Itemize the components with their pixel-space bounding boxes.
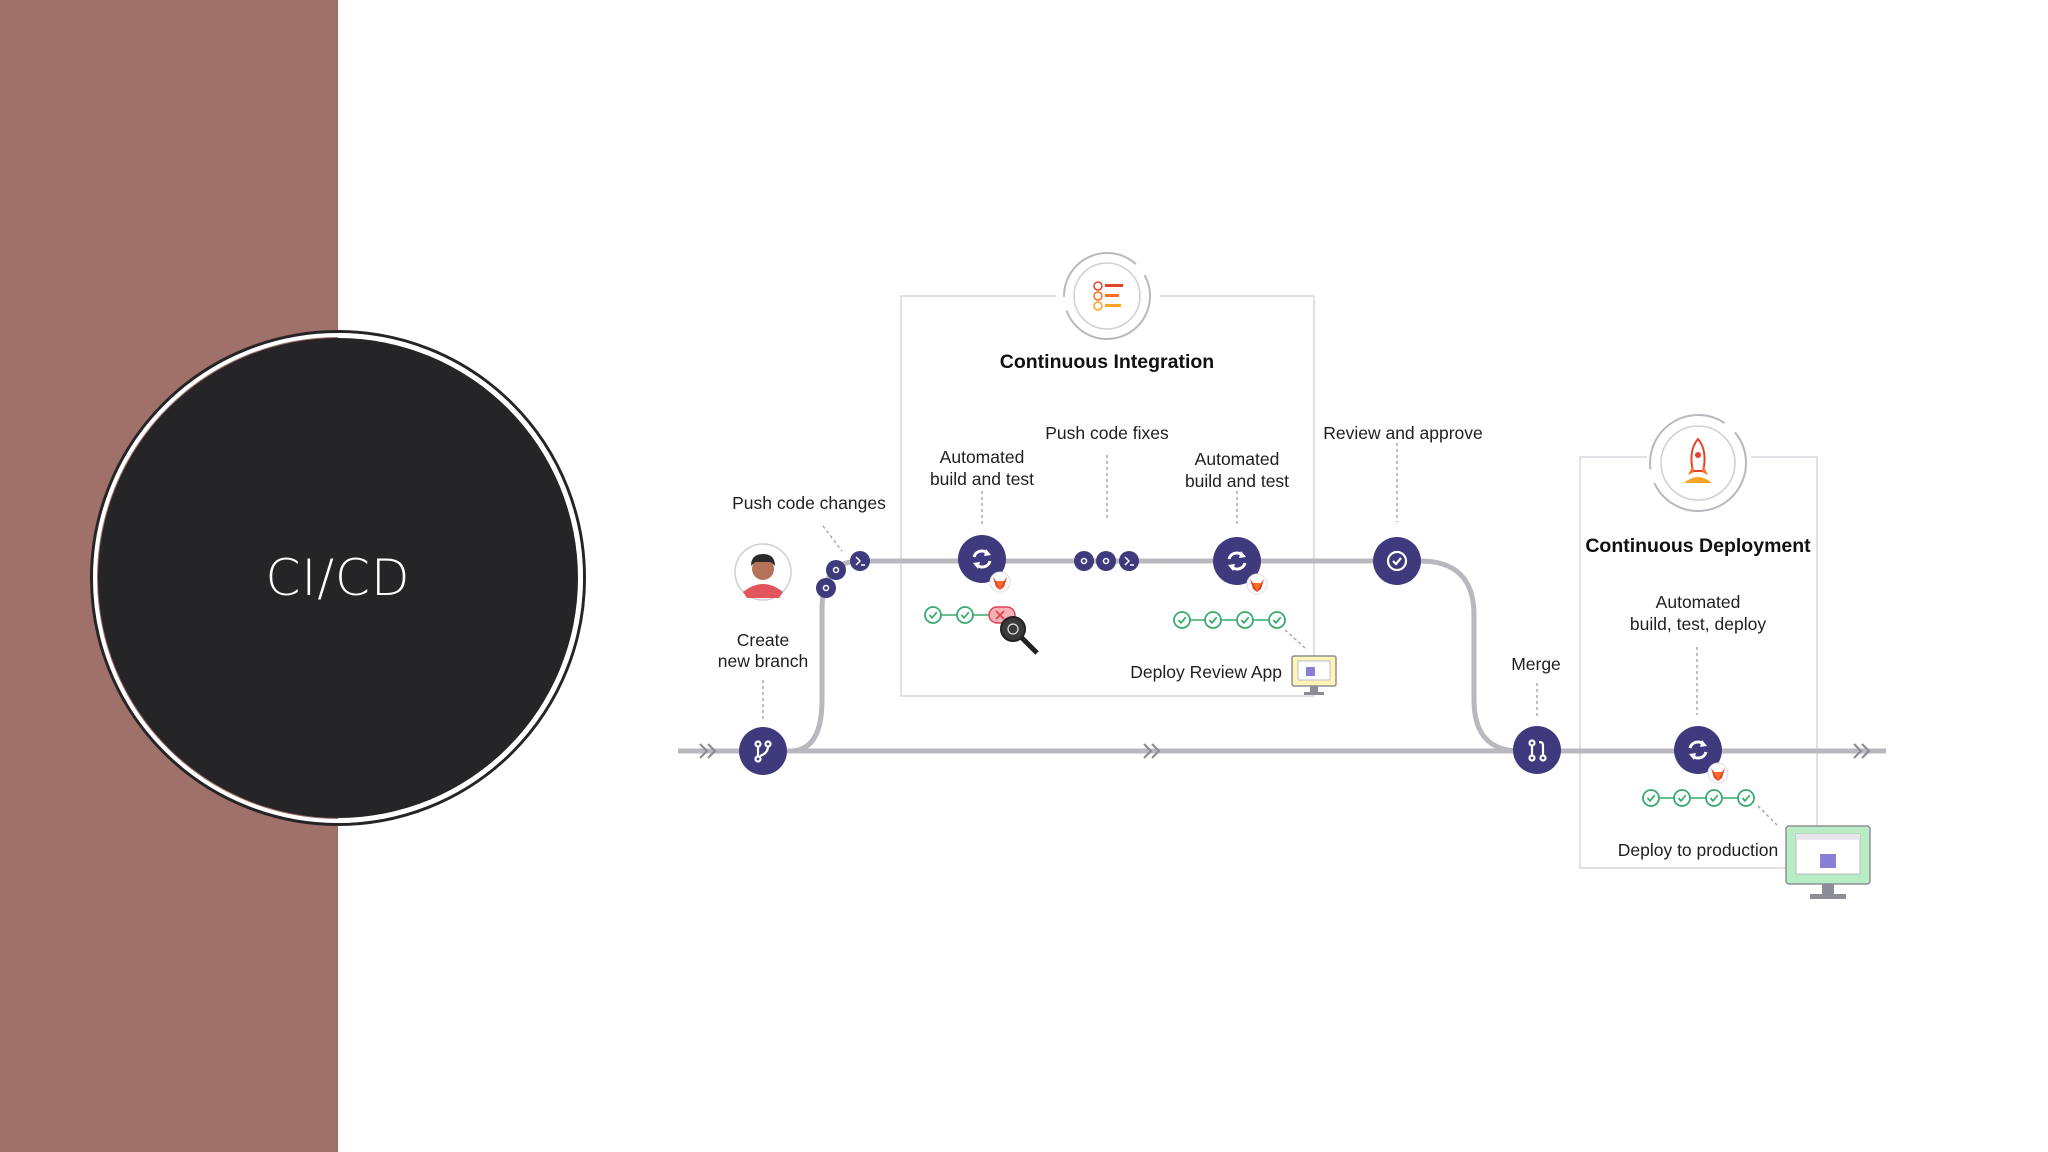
label-create-branch-line1: Create bbox=[737, 630, 790, 650]
slide-title: CI/CD bbox=[265, 549, 411, 607]
title-ring-inner bbox=[93, 333, 583, 823]
branch-track bbox=[789, 558, 1521, 754]
label-deploy-production: Deploy to production bbox=[1618, 840, 1779, 860]
label-create-branch-line2: new branch bbox=[718, 651, 808, 671]
label-push-code-fixes: Push code fixes bbox=[1045, 423, 1169, 443]
pipeline-status-passed bbox=[1173, 611, 1286, 629]
ci-heading: Continuous Integration bbox=[1000, 351, 1214, 373]
label-auto-build-deploy-line2: build, test, deploy bbox=[1630, 614, 1766, 634]
commit-icon bbox=[1074, 551, 1139, 571]
cd-frame bbox=[1579, 456, 1818, 869]
label-auto-build-test-a-line1: Automated bbox=[940, 447, 1025, 467]
sync-icon bbox=[958, 535, 1011, 593]
magnifier-bug-icon bbox=[1000, 616, 1039, 655]
label-auto-build-test-b-line1: Automated bbox=[1195, 449, 1280, 469]
label-auto-build-test-a-line2: build and test bbox=[930, 469, 1034, 489]
pipeline-status-failed bbox=[924, 606, 1016, 624]
title-ring-outer bbox=[90, 330, 586, 826]
sync-icon bbox=[1213, 537, 1268, 595]
label-auto-build-test-b-line2: build and test bbox=[1185, 471, 1289, 491]
git-branch-icon bbox=[739, 727, 787, 775]
flow-arrow-mid bbox=[1143, 743, 1161, 759]
flow-arrow-start bbox=[699, 743, 717, 759]
label-deploy-review-app: Deploy Review App bbox=[1130, 662, 1282, 682]
title-circle: CI/CD bbox=[98, 338, 578, 818]
label-review-approve: Review and approve bbox=[1323, 423, 1483, 443]
developer-avatar-icon bbox=[734, 543, 792, 601]
check-circle-icon bbox=[1373, 537, 1421, 585]
label-auto-build-deploy-line1: Automated bbox=[1656, 592, 1741, 612]
flow-arrow-end bbox=[1853, 743, 1871, 759]
label-push-code-changes: Push code changes bbox=[732, 493, 886, 513]
monitor-icon bbox=[1785, 825, 1871, 899]
sync-icon bbox=[1674, 726, 1729, 784]
checklist-icon bbox=[1063, 252, 1151, 340]
monitor-icon bbox=[1291, 655, 1337, 695]
pipeline-status-passed bbox=[1642, 789, 1755, 807]
cd-heading: Continuous Deployment bbox=[1585, 535, 1811, 557]
rocket-icon bbox=[1649, 414, 1747, 512]
merge-request-icon bbox=[1513, 726, 1561, 774]
label-merge: Merge bbox=[1511, 654, 1561, 674]
commit-icon bbox=[816, 551, 870, 598]
